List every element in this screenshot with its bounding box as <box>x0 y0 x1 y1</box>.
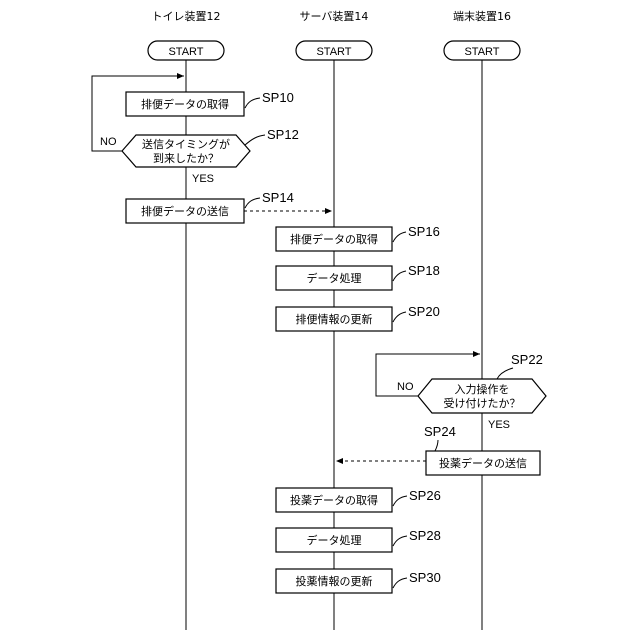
svg-text:送信タイミングが: 送信タイミングが <box>142 137 230 151</box>
step-id-sp18: SP18 <box>408 263 440 278</box>
step-id-sp22: SP22 <box>511 352 543 367</box>
step-id-sp30: SP30 <box>409 570 441 585</box>
svg-text:投薬データの送信: 投薬データの送信 <box>439 456 527 470</box>
no-label-toilet: NO <box>100 136 117 148</box>
leader-sp30 <box>393 578 407 588</box>
svg-text:到来したか？: 到来したか？ <box>153 152 219 165</box>
decision-sp22: 入力操作を 受け付けたか？ <box>418 379 546 413</box>
leader-sp24 <box>435 440 438 451</box>
svg-text:START: START <box>464 46 499 58</box>
step-id-sp14: SP14 <box>262 190 294 205</box>
lane-title-toilet: トイレ装置12 <box>152 10 221 23</box>
step-sp14: 排便データの送信 <box>126 199 244 223</box>
step-sp20: 排便情報の更新 <box>276 307 392 331</box>
step-id-sp28: SP28 <box>409 528 441 543</box>
leader-sp10 <box>245 98 260 108</box>
leader-sp26 <box>393 496 407 506</box>
leader-sp12 <box>245 135 265 145</box>
yes-label-terminal: YES <box>488 419 510 431</box>
step-id-sp12: SP12 <box>267 127 299 142</box>
leader-sp14 <box>245 198 260 208</box>
step-sp16: 排便データの取得 <box>276 227 392 251</box>
start-terminator-server: START <box>296 41 372 60</box>
step-id-sp26: SP26 <box>409 488 441 503</box>
lane-title-server: サーバ装置14 <box>300 10 369 23</box>
lane-title-terminal: 端末装置16 <box>453 9 511 23</box>
leader-sp20 <box>393 312 406 322</box>
svg-text:データ処理: データ処理 <box>307 271 362 285</box>
step-sp28: データ処理 <box>276 528 392 552</box>
step-sp30: 投薬情報の更新 <box>276 569 392 593</box>
svg-text:START: START <box>168 46 203 58</box>
svg-text:データ処理: データ処理 <box>307 533 362 547</box>
svg-text:排便データの送信: 排便データの送信 <box>141 204 229 218</box>
step-id-sp24: SP24 <box>424 424 456 439</box>
step-sp10: 排便データの取得 <box>126 92 244 116</box>
decision-sp12: 送信タイミングが 到来したか？ <box>122 135 250 167</box>
step-id-sp20: SP20 <box>408 304 440 319</box>
step-id-sp10: SP10 <box>262 90 294 105</box>
start-terminator-terminal: START <box>444 41 520 60</box>
leader-sp28 <box>393 536 407 546</box>
step-sp24: 投薬データの送信 <box>426 451 540 475</box>
leader-sp16 <box>393 232 406 242</box>
no-label-terminal: NO <box>397 381 414 393</box>
svg-text:START: START <box>316 46 351 58</box>
svg-text:投薬データの取得: 投薬データの取得 <box>290 493 378 507</box>
yes-label-toilet: YES <box>192 173 214 185</box>
step-id-sp16: SP16 <box>408 224 440 239</box>
svg-text:排便データの取得: 排便データの取得 <box>290 232 378 246</box>
svg-text:受け付けたか？: 受け付けたか？ <box>444 397 521 410</box>
leader-sp22 <box>497 368 513 379</box>
leader-sp18 <box>393 271 406 281</box>
svg-text:排便データの取得: 排便データの取得 <box>141 97 229 111</box>
step-sp18: データ処理 <box>276 266 392 290</box>
step-sp26: 投薬データの取得 <box>276 488 392 512</box>
svg-text:入力操作を: 入力操作を <box>455 382 510 396</box>
svg-text:投薬情報の更新: 投薬情報の更新 <box>296 574 373 588</box>
start-terminator-toilet: START <box>148 41 224 60</box>
svg-text:排便情報の更新: 排便情報の更新 <box>296 312 373 326</box>
